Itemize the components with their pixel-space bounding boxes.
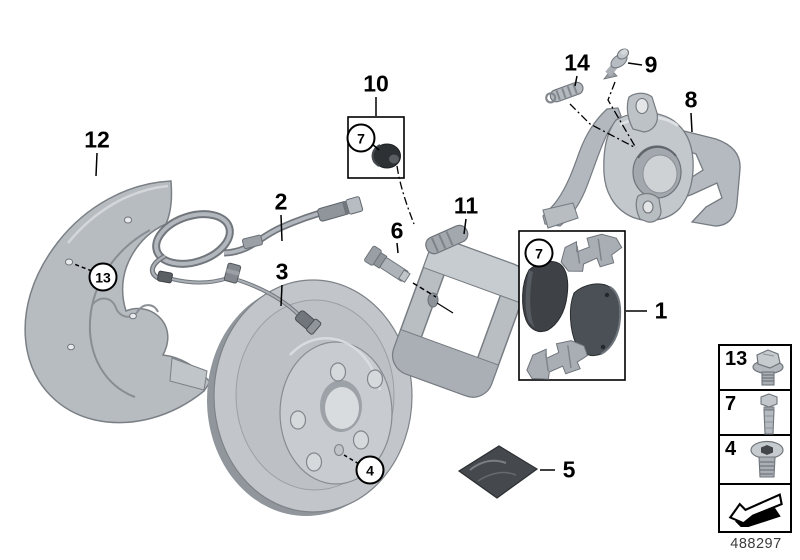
legend-row-7[interactable]: 7 bbox=[720, 391, 790, 436]
legend-row-13[interactable]: 13 bbox=[720, 346, 790, 391]
legend-row-direction bbox=[720, 485, 790, 529]
part-8-brake-caliper[interactable] bbox=[542, 92, 741, 229]
guide-pin-boot bbox=[425, 224, 469, 255]
pad-retaining-clip-top bbox=[560, 233, 623, 272]
pad-retaining-clip-bottom bbox=[526, 340, 589, 380]
direction-arrow-icon bbox=[723, 487, 787, 532]
legend-number-13: 13 bbox=[725, 348, 748, 370]
leader-lines bbox=[73, 62, 693, 471]
hex-flange-bolt-icon bbox=[747, 347, 789, 394]
callout-9[interactable]: 9 bbox=[644, 51, 658, 78]
callout-2[interactable]: 2 bbox=[274, 188, 288, 215]
rubber-cap bbox=[371, 143, 401, 169]
legend-number-4: 4 bbox=[725, 438, 737, 460]
part-9-retaining-bolt[interactable] bbox=[602, 47, 630, 80]
set-screw-hole bbox=[333, 443, 345, 457]
callout-1[interactable]: 1 bbox=[654, 297, 668, 324]
callout-6[interactable]: 6 bbox=[390, 217, 404, 244]
brake-pad-outer bbox=[569, 283, 622, 357]
callout-11[interactable]: 11 bbox=[453, 192, 479, 219]
callout-circled-7-cap[interactable]: 7 bbox=[346, 123, 376, 153]
fastener-legend-table: 13 7 bbox=[718, 344, 792, 533]
callout-circled-4[interactable]: 4 bbox=[355, 455, 385, 485]
callout-12[interactable]: 12 bbox=[84, 126, 110, 153]
brake-pad-inner bbox=[522, 261, 569, 333]
part-2-wear-sensor-cable[interactable] bbox=[149, 196, 364, 335]
part-14-spring-pin[interactable] bbox=[544, 81, 584, 105]
legend-number-7: 7 bbox=[725, 393, 737, 415]
legend-row-4[interactable]: 4 bbox=[720, 436, 790, 485]
callout-5[interactable]: 5 bbox=[562, 456, 576, 483]
hex-bolt-icon bbox=[747, 392, 789, 441]
callout-circled-13[interactable]: 13 bbox=[88, 262, 118, 292]
part-3-brake-disc[interactable] bbox=[207, 279, 413, 516]
part-6-guide-bolt[interactable] bbox=[364, 245, 412, 285]
sensor-head bbox=[223, 262, 242, 284]
callout-8[interactable]: 8 bbox=[684, 86, 698, 113]
callout-14[interactable]: 14 bbox=[564, 49, 590, 76]
part-11-caliper-carrier[interactable] bbox=[387, 223, 533, 403]
part-12-dust-shield[interactable] bbox=[24, 180, 211, 424]
part-5-grease-packet[interactable] bbox=[457, 445, 539, 499]
socket-plug-screw-icon bbox=[745, 437, 789, 489]
callout-3[interactable]: 3 bbox=[275, 258, 289, 285]
callout-circled-7-pads[interactable]: 7 bbox=[524, 238, 554, 268]
sensor-connector-plug bbox=[317, 196, 364, 222]
callout-10[interactable]: 10 bbox=[363, 70, 389, 97]
diagram-doc-number: 488297 bbox=[730, 536, 782, 552]
